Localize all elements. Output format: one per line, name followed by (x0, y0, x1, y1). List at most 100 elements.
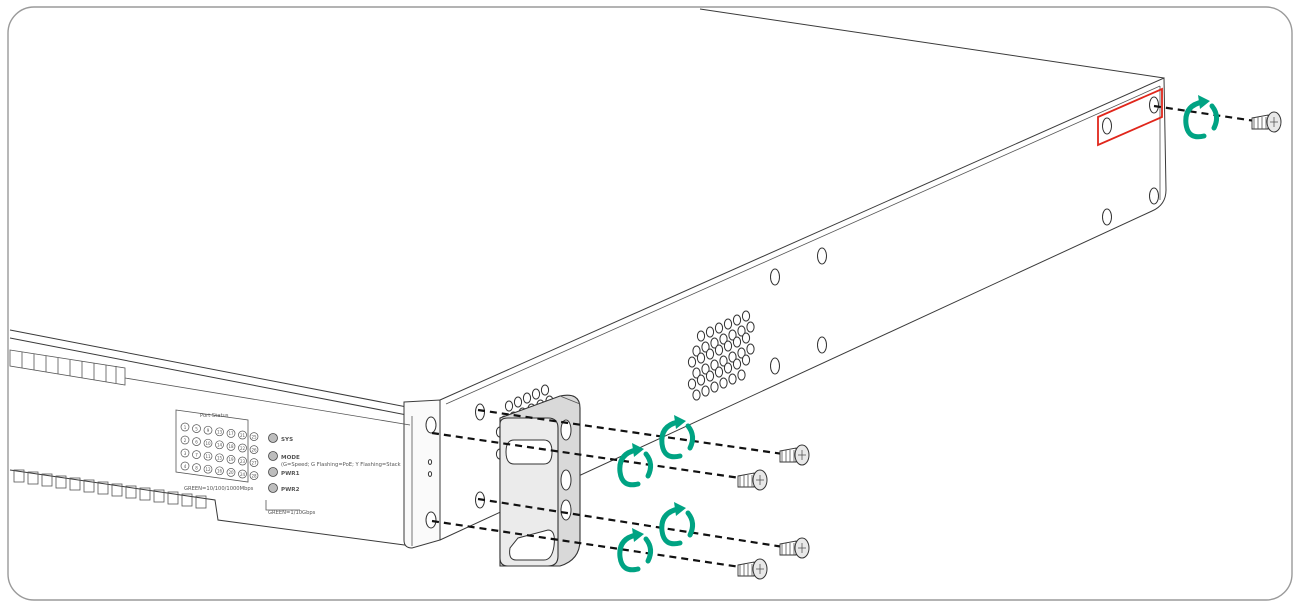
vent-hole (692, 367, 701, 379)
port-led-number: 11 (205, 454, 211, 459)
port-led: 10 (203, 438, 213, 448)
vent-hole (728, 329, 737, 341)
vent-hole (687, 356, 697, 368)
port-led: 25 (249, 432, 259, 441)
mounting-bracket (499, 394, 581, 567)
port-led: 5 (192, 424, 201, 433)
vent-hole (746, 343, 755, 355)
vent-hole (723, 340, 733, 352)
vent-hole (746, 321, 755, 333)
port-led: 12 (203, 464, 213, 474)
side-mount-holes (475, 96, 1159, 509)
front-panel-bottom (9, 469, 413, 547)
vent-hole (732, 314, 742, 326)
port-led: 21 (238, 430, 247, 440)
vent-hole (701, 385, 710, 397)
vent-hole (687, 378, 697, 390)
port-led-number: 13 (217, 430, 223, 435)
port-led: 16 (215, 466, 224, 476)
switch-chassis: Port Status 1234567891011121314151617181… (9, 8, 1167, 549)
vent-hole (701, 341, 710, 353)
vent-hole (719, 355, 728, 367)
port-led: 4 (180, 461, 190, 471)
port-led: 28 (249, 471, 259, 480)
screw-icon (737, 469, 768, 491)
port-led-number: 5 (195, 426, 198, 431)
port-led-number: 16 (217, 469, 223, 474)
led-sys (268, 433, 278, 443)
rotation-arrows (617, 95, 1220, 573)
vent-hole (728, 373, 737, 385)
port-led-number: 26 (251, 447, 257, 452)
vent-hole (737, 325, 746, 337)
vent-hole (741, 354, 751, 366)
led-mode-desc: (G=Speed; G Flashing=PoE; Y Flashing=Sta… (281, 462, 401, 468)
port-status-label: Port Status (200, 413, 229, 419)
port-led: 13 (215, 427, 224, 437)
port-led: 18 (226, 442, 236, 451)
port-led: 2 (180, 435, 190, 445)
rotate-arrow-icon (617, 528, 654, 573)
port-led-number: 25 (251, 434, 257, 439)
diagram-frame (7, 6, 1293, 601)
port-led: 3 (180, 448, 190, 458)
port-led-number: 19 (228, 457, 234, 462)
speed-legend: GREEN=10/100/1000Mbps (184, 486, 254, 492)
vent-hole (692, 345, 701, 357)
rotate-arrow-icon (659, 415, 696, 460)
vent-hole (705, 326, 715, 338)
vent-hole (504, 400, 514, 412)
vent-hole (719, 333, 728, 345)
port-led: 1 (180, 422, 190, 432)
front-mount-ear (403, 399, 441, 549)
vent-hole (696, 330, 706, 342)
led-pwr1 (268, 467, 278, 477)
port-led-number: 17 (228, 431, 234, 436)
port-led-number: 24 (240, 472, 246, 477)
screw-icon (737, 558, 768, 580)
port-led-number: 8 (195, 465, 198, 470)
port-led-number: 7 (195, 452, 198, 457)
vent-hole (737, 347, 746, 359)
port-led: 6 (192, 437, 201, 446)
vent-hole (741, 310, 751, 322)
vent-hole (741, 332, 751, 344)
port-row-bottom (13, 469, 207, 509)
screw-icon (779, 537, 810, 559)
port-led-number: 14 (217, 443, 223, 448)
port-led-number: 22 (240, 446, 246, 451)
screw-icon (779, 444, 810, 466)
vent-hole (728, 351, 737, 363)
vent-hole (723, 362, 733, 374)
port-led: 9 (203, 425, 213, 435)
vent-hole (710, 337, 719, 349)
port-led-number: 2 (184, 438, 187, 443)
status-panel: Port Status 1234567891011121314151617181… (175, 409, 401, 516)
vent-hole (732, 358, 742, 370)
rear-mount-highlight (1097, 87, 1163, 147)
side-panel (439, 77, 1167, 541)
port-led-number: 28 (251, 473, 257, 478)
led-pwr2 (268, 483, 278, 493)
sfp-legend: GREEN=1/10Gbps (268, 510, 316, 516)
led-pwr2-label: PWR2 (281, 487, 300, 493)
vent-hole (701, 363, 710, 375)
port-led: 26 (249, 445, 259, 454)
port-led: 20 (226, 468, 236, 477)
port-led-number: 20 (228, 470, 234, 475)
port-led-number: 10 (205, 441, 211, 446)
port-led-number: 6 (195, 439, 198, 444)
vent-hole (522, 392, 532, 404)
rotate-arrow-icon (617, 443, 654, 488)
port-led: 19 (226, 455, 236, 464)
vent-hole (719, 377, 728, 389)
port-led-number: 4 (184, 464, 187, 469)
vent-hole (723, 318, 733, 330)
screw-icon (1251, 111, 1282, 133)
port-led: 22 (238, 443, 247, 453)
vent-hole (513, 396, 523, 408)
port-led-number: 27 (251, 460, 257, 465)
port-led-number: 15 (217, 456, 223, 461)
port-led: 8 (192, 463, 201, 472)
insertion-guides (431, 104, 1263, 569)
